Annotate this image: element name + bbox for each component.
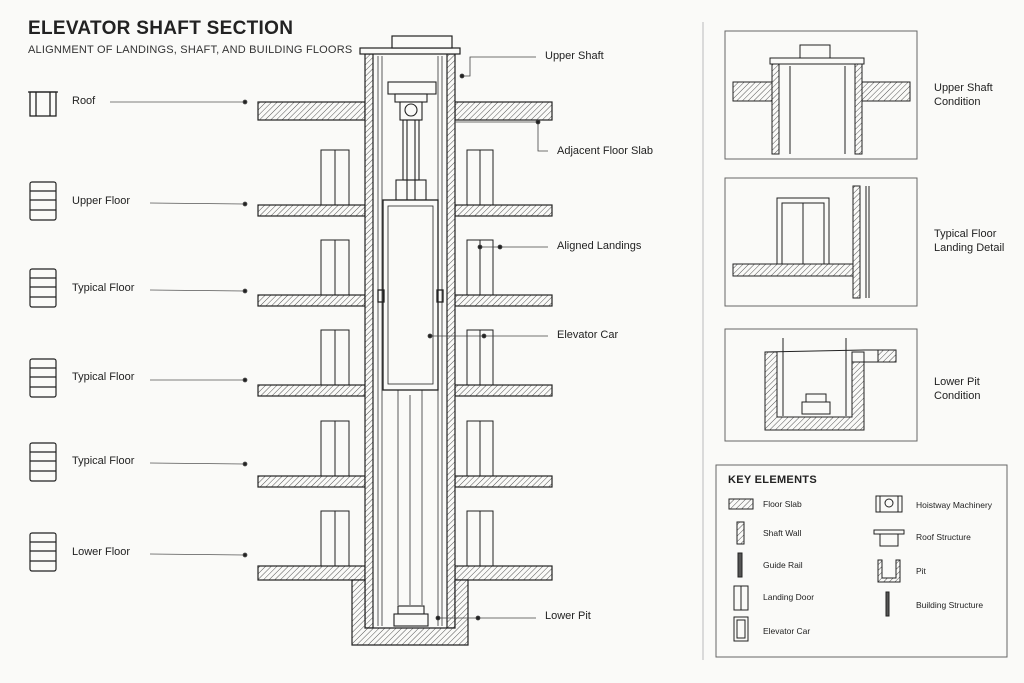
callout-adjacent-slab: Adjacent Floor Slab [557, 145, 653, 157]
legend-elevator-car: Elevator Car [763, 626, 811, 636]
floor-label-typical-3: Typical Floor [72, 455, 135, 467]
detail-label-line: Condition [934, 96, 981, 108]
detail-label-line: Typical Floor [934, 228, 997, 240]
detail-label-lower-pit: Lower Pit Condition [934, 375, 980, 403]
callout-elevator-car: Elevator Car [557, 329, 619, 341]
landing-doors [320, 149, 494, 567]
shaft-wall-swatch [736, 521, 745, 545]
building-structure-swatch [885, 591, 890, 617]
floor-label-typical-1: Typical Floor [72, 282, 135, 294]
pit-swatch [877, 559, 901, 583]
detail-label-line: Upper Shaft [934, 82, 993, 94]
roof-structure-swatch [873, 529, 905, 547]
floor-label-lower: Lower Floor [72, 546, 131, 558]
detail-label-line: Lower Pit [934, 376, 980, 388]
legend-guide-rail: Guide Rail [763, 560, 803, 570]
elevator-car-swatch [733, 616, 749, 642]
floor-label-typical-2: Typical Floor [72, 371, 135, 383]
legend-hoistway-machinery: Hoistway Machinery [916, 500, 993, 510]
legend-roof-structure: Roof Structure [916, 532, 971, 542]
legend-box [715, 464, 1008, 658]
page-subtitle: ALIGNMENT OF LANDINGS, SHAFT, AND BUILDI… [28, 44, 353, 56]
legend-swatches [728, 495, 905, 642]
floor-slabs [257, 101, 553, 581]
detail-label-upper-shaft: Upper Shaft Condition [934, 81, 993, 109]
floor-slab-swatch [728, 498, 754, 510]
detail-label-line: Landing Detail [934, 242, 1005, 254]
detail-label-line: Condition [934, 390, 981, 402]
pit [351, 579, 469, 646]
hoistway-machinery [387, 81, 437, 201]
detail-typical-floor [724, 177, 918, 307]
floor-leaders [110, 99, 248, 558]
roof-icon [28, 91, 58, 117]
detail-upper-shaft [724, 30, 918, 160]
detail-lower-pit [724, 328, 918, 442]
hoistway-machinery-swatch [875, 495, 903, 513]
guide-rail-swatch [737, 552, 743, 578]
floor-label-roof: Roof [72, 95, 96, 107]
legend-landing-door: Landing Door [763, 592, 815, 602]
legend-floor-slab: Floor Slab [763, 499, 802, 509]
callout-lower-pit: Lower Pit [545, 610, 591, 622]
callout-upper-shaft: Upper Shaft [545, 50, 604, 62]
legend-title: KEY ELEMENTS [728, 474, 817, 486]
floor-stack-icon [29, 181, 57, 572]
legend-building-structure: Building Structure [916, 600, 984, 610]
elevator-car [377, 199, 444, 391]
pit-buffer [393, 605, 429, 627]
floor-label-upper: Upper Floor [72, 195, 131, 207]
page-title: ELEVATOR SHAFT SECTION [28, 18, 294, 39]
landing-door-swatch [733, 585, 749, 611]
legend-pit: Pit [916, 566, 926, 576]
detail-label-typical-floor: Typical Floor Landing Detail [934, 227, 1004, 255]
callout-aligned-landings: Aligned Landings [557, 240, 642, 252]
callout-leaders [427, 56, 548, 621]
legend-shaft-wall: Shaft Wall [763, 528, 802, 538]
